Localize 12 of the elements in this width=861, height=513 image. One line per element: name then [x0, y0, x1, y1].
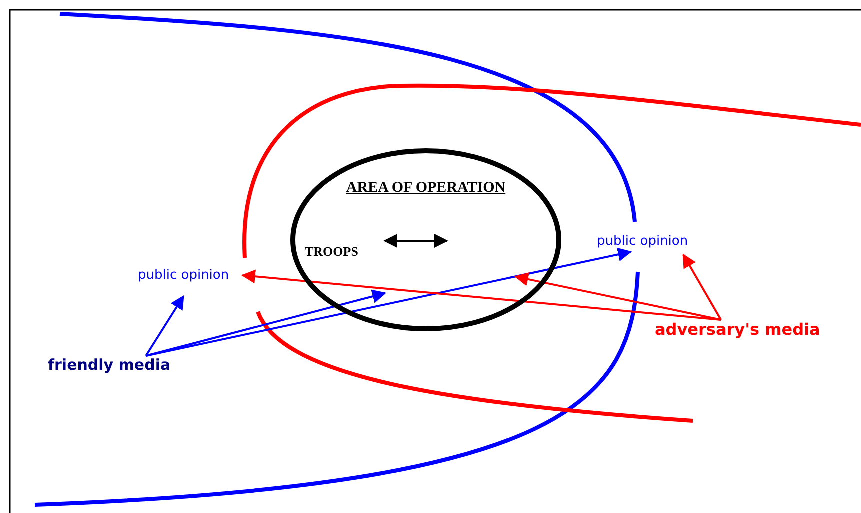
heading-text: AREA OF OPERATION: [345, 180, 507, 197]
arrow: [682, 254, 722, 320]
opinion-label: public opinion: [597, 234, 688, 249]
arrow: [514, 272, 722, 321]
arrow: [145, 295, 184, 357]
arrow: [241, 270, 722, 321]
troops-label: TROOPS: [305, 244, 358, 260]
media-label: friendly media: [48, 356, 171, 374]
area-ellipse: [290, 148, 562, 332]
media-label: adversary's media: [655, 320, 820, 339]
arrow: [146, 248, 632, 357]
opinion-label: public opinion: [138, 268, 230, 283]
